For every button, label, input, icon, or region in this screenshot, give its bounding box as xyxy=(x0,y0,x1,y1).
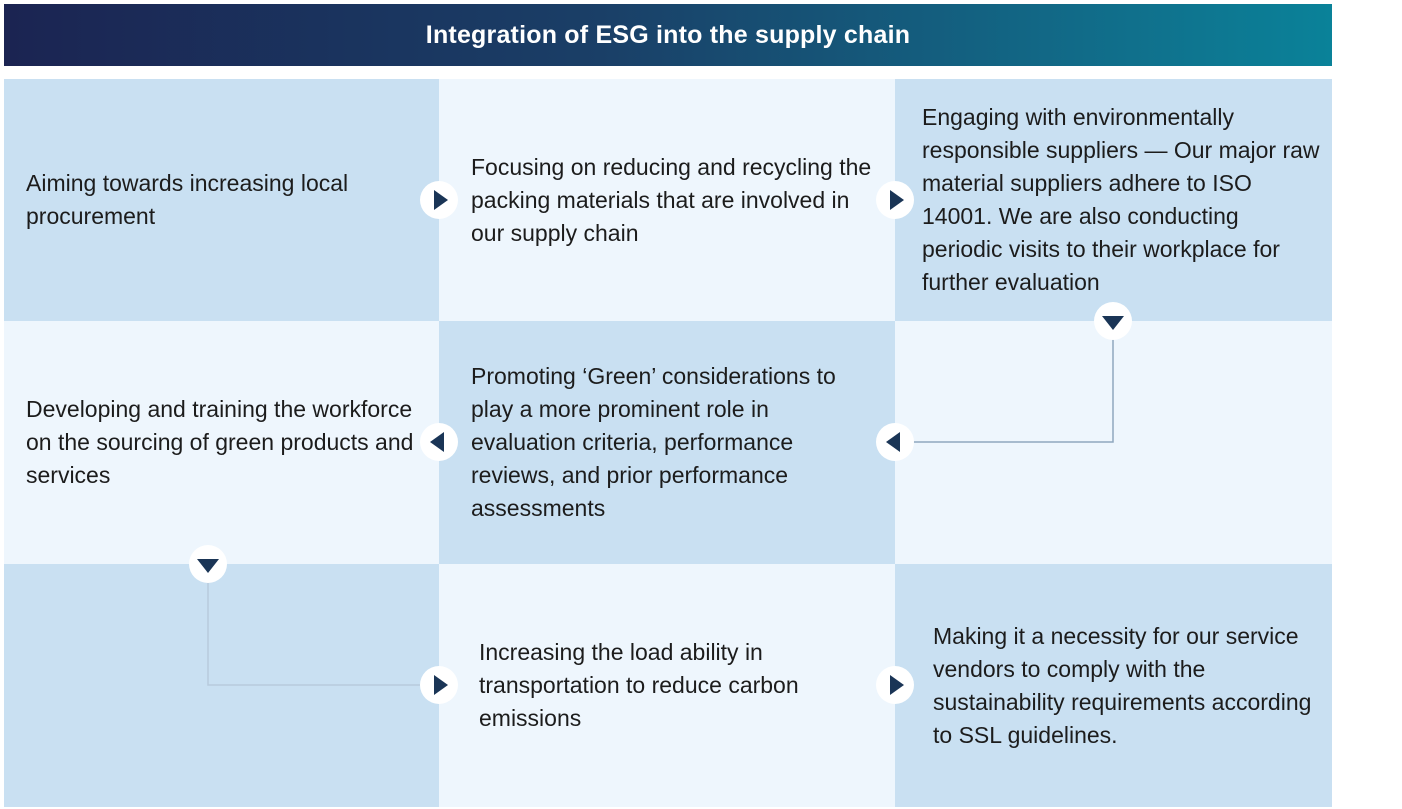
diagram-title: Integration of ESG into the supply chain xyxy=(425,20,911,49)
arrow-right-icon xyxy=(876,181,914,219)
arrow-right-icon xyxy=(420,181,458,219)
step-text: Engaging with environmentally responsibl… xyxy=(922,104,1320,295)
arrow-down-icon xyxy=(189,545,227,583)
process-grid: Aiming towards increasing local procurem… xyxy=(4,79,1332,807)
step-text: Aiming towards increasing local procurem… xyxy=(26,170,349,229)
step-text: Increasing the load ability in transport… xyxy=(479,639,799,731)
step-text: Developing and training the workforce on… xyxy=(26,396,414,488)
step-packing-materials: Focusing on reducing and recycling the p… xyxy=(439,79,895,321)
arrow-right-icon xyxy=(876,666,914,704)
step-load-ability: Increasing the load ability in transport… xyxy=(439,564,895,807)
step-text: Promoting ‘Green’ considerations to play… xyxy=(471,363,836,521)
arrow-left-icon xyxy=(876,423,914,461)
empty-cell xyxy=(4,564,439,807)
arrow-right-icon xyxy=(420,666,458,704)
step-workforce-training: Developing and training the workforce on… xyxy=(4,321,439,564)
arrow-down-icon xyxy=(1094,302,1132,340)
arrow-left-icon xyxy=(420,423,458,461)
step-green-considerations: Promoting ‘Green’ considerations to play… xyxy=(439,321,895,564)
step-text: Making it a necessity for our service ve… xyxy=(933,622,1312,748)
diagram-header: Integration of ESG into the supply chain xyxy=(4,4,1332,66)
step-service-vendors: Making it a necessity for our service ve… xyxy=(895,564,1332,807)
step-text: Focusing on reducing and recycling the p… xyxy=(471,153,872,246)
empty-cell xyxy=(895,321,1332,564)
step-local-procurement: Aiming towards increasing local procurem… xyxy=(4,79,439,321)
step-responsible-suppliers: Engaging with environmentally responsibl… xyxy=(895,79,1332,321)
